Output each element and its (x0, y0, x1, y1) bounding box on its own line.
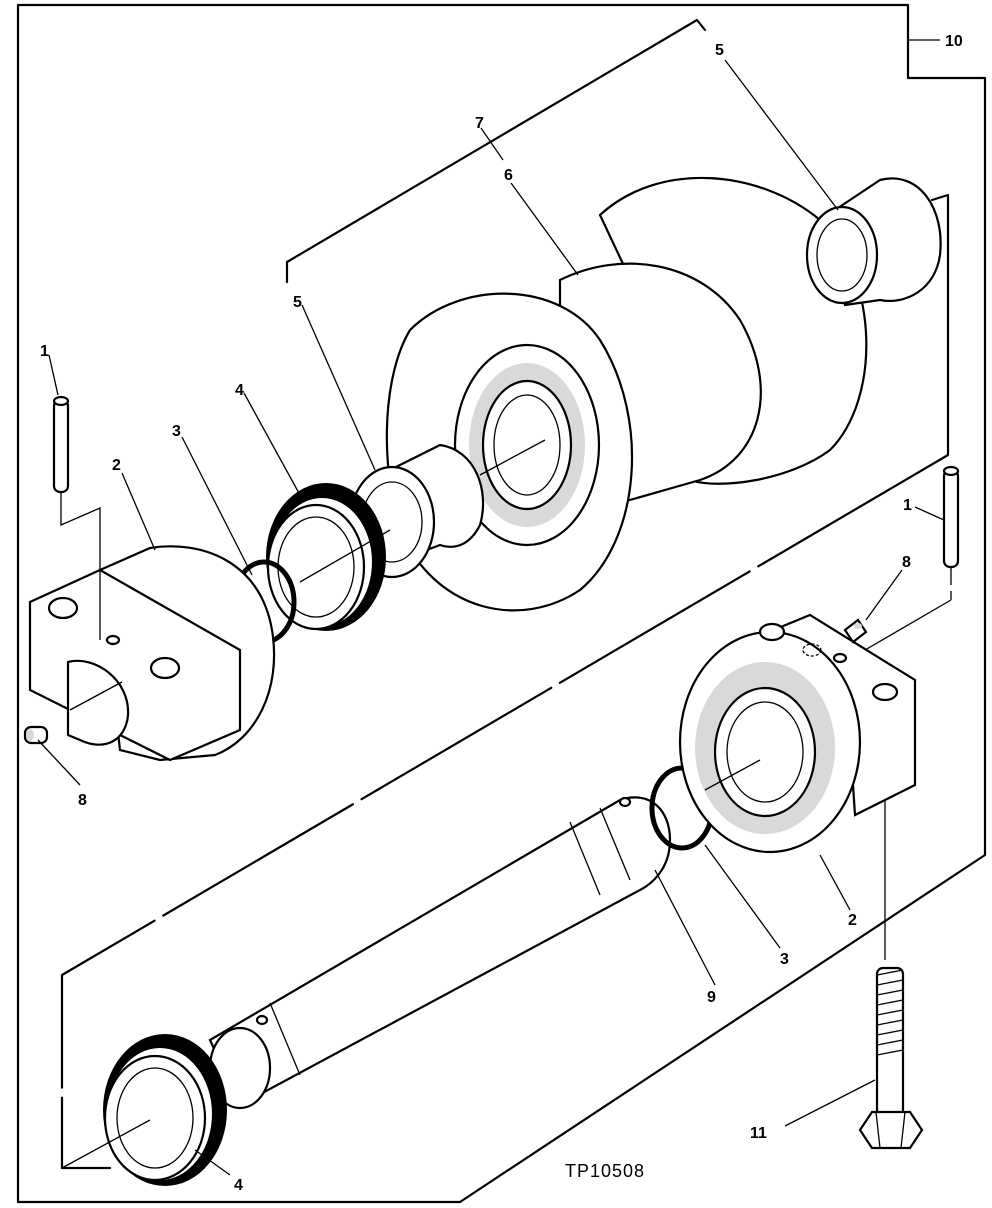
callout-2-right: 2 (848, 912, 857, 929)
callout-7: 7 (475, 115, 484, 132)
pin-right (942, 465, 960, 569)
callout-5-right: 5 (715, 42, 724, 59)
callout-6: 6 (504, 167, 513, 184)
seal-upper (266, 483, 386, 631)
plug-right (843, 618, 868, 644)
callout-11: 11 (750, 1125, 767, 1142)
plug-left (23, 725, 49, 745)
shaft-group-outline (60, 453, 950, 1170)
assembly-outline (16, 3, 987, 1204)
pin-right-leader-2 (864, 599, 952, 651)
roller-group-outline (285, 18, 707, 264)
roller-axis (479, 439, 546, 476)
callout-2-left: 2 (112, 457, 121, 474)
hub-right-axis (704, 759, 761, 791)
callout-10: 10 (945, 33, 963, 50)
callout-4-upper: 4 (235, 382, 244, 399)
callout-8-right: 8 (902, 554, 911, 571)
callout-8-left: 8 (78, 792, 87, 809)
callout-4-lower: 4 (234, 1177, 243, 1194)
seal-lower-axis (61, 1119, 151, 1169)
callout-9: 9 (707, 989, 716, 1006)
callout-5-left: 5 (293, 294, 302, 311)
bolt (858, 966, 924, 1150)
roller-group-right-edge (930, 193, 950, 457)
hub-left (28, 545, 276, 762)
seal-lower (103, 1034, 227, 1186)
pin-left-leader (60, 492, 101, 640)
bushing-right (805, 177, 942, 307)
callout-3-left: 3 (172, 423, 181, 440)
shaft (208, 796, 672, 1110)
pin-left (52, 395, 70, 494)
callout-1-right: 1 (903, 497, 912, 514)
figure-code: TP10508 (565, 1161, 645, 1181)
callout-1-left: 1 (40, 343, 49, 360)
hub-left-axis (69, 681, 123, 711)
seal-axis (299, 529, 391, 583)
callout-3-right: 3 (780, 951, 789, 968)
hub-right (678, 613, 917, 854)
